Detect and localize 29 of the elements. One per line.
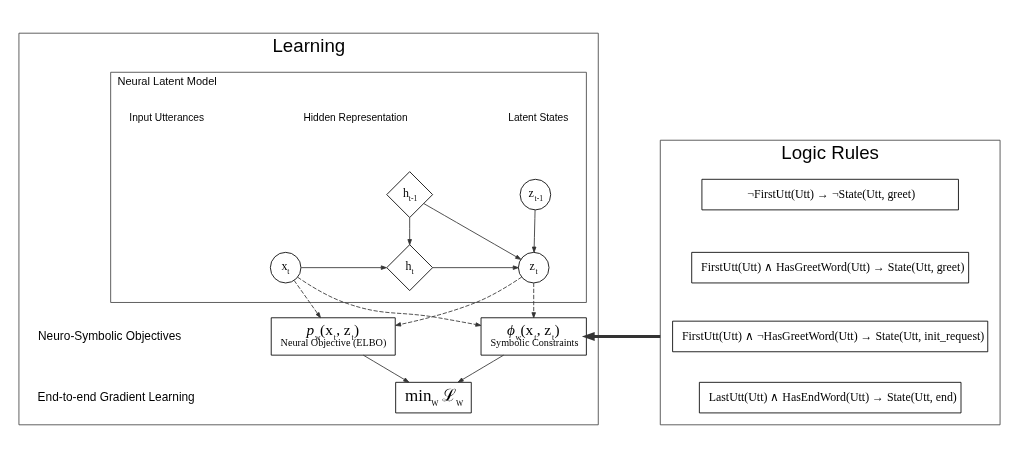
node-box: ¬FirstUtt(Utt) → ¬State(Utt, greet) <box>701 178 959 210</box>
node-diamond: h$_{t}$ <box>386 243 434 291</box>
label: Latent States <box>508 111 569 123</box>
arrow <box>432 264 519 270</box>
node-box: p$_{w}$(x$_{t}$, z$_{t}$) Neural Objective (ELBO) <box>270 316 396 356</box>
arrow <box>457 354 505 383</box>
arrow <box>423 202 522 260</box>
node-box: FirstUtt(Utt) ∧ ¬HasGreetWord(Utt) → State(Utt, init_request) <box>672 320 989 352</box>
arrow <box>531 208 537 253</box>
node-box: FirstUtt(Utt) ∧ HasGreetWord(Utt) → State(Utt, greet) <box>691 251 970 283</box>
arrow <box>300 264 387 270</box>
label: End-to-end Gradient Learning <box>37 389 195 404</box>
node-circle: x$_{t}$ <box>269 251 302 283</box>
arrow <box>293 279 321 318</box>
label: Input Utterances <box>129 111 205 123</box>
arrow <box>362 354 410 383</box>
node-circle: z$_{t-1}$ <box>519 178 552 210</box>
label: Hidden Representation <box>303 111 408 123</box>
arrow <box>407 216 412 245</box>
node-circle: z$_{t}$ <box>518 251 550 283</box>
node-diamond: h$_{t-1}$ <box>386 170 434 218</box>
node-box: LastUtt(Utt) ∧ HasEndWord(Utt) → State(Utt, end) <box>698 381 962 413</box>
arrow <box>395 276 523 327</box>
arrow <box>297 276 482 327</box>
arrow <box>531 282 536 318</box>
node-box: ϕ$_{w}$(x$_{t}$, z$_{t}$) Symbolic Constraints <box>480 316 587 356</box>
arrow <box>581 331 661 341</box>
label: Neuro-Symbolic Objectives <box>38 328 182 343</box>
node-box: min$_{W}$ ℒ$_{W}$ <box>395 381 472 413</box>
